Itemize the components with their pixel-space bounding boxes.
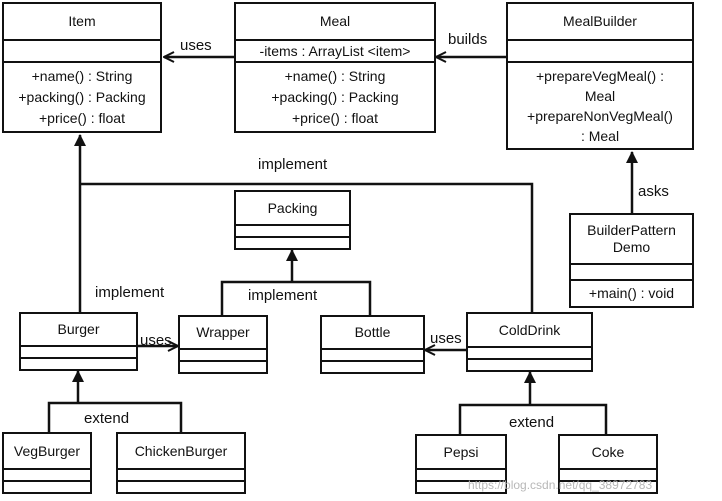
class-pepsi-methods — [417, 480, 505, 492]
class-veg-burger-name: VegBurger — [13, 442, 81, 459]
method: +name() : String — [284, 67, 386, 84]
method: Meal — [584, 87, 616, 104]
label-uses-wrapper: uses — [140, 332, 172, 349]
class-chicken-burger-attributes — [118, 468, 244, 480]
class-name-line: Demo — [612, 239, 651, 255]
label-builds: builds — [448, 31, 488, 48]
burger-extend-line — [47, 401, 183, 432]
class-builder-pattern-demo-attributes — [571, 263, 692, 279]
class-bottle: Bottle — [320, 315, 425, 374]
attribute: -items : ArrayList <item> — [259, 43, 411, 59]
class-item-name: Item — [68, 13, 96, 29]
class-veg-burger-methods — [4, 480, 90, 492]
class-meal-attributes: -items : ArrayList <item> — [236, 39, 434, 61]
class-builder-pattern-demo-name: BuilderPattern Demo — [571, 215, 692, 263]
class-packing-name: Packing — [267, 199, 318, 216]
method: +packing() : Packing — [18, 88, 146, 105]
class-chicken-burger-methods — [118, 480, 244, 492]
watermark-text: https://blog.csdn.net/qq_38972783 — [468, 478, 653, 492]
label-implement-item: implement — [258, 156, 328, 173]
method: +name() : String — [31, 67, 133, 84]
method: +prepareVegMeal() : — [535, 67, 665, 84]
label-extend-colddrink: extend — [509, 414, 555, 431]
class-wrapper: Wrapper — [178, 315, 268, 374]
class-chicken-burger: ChickenBurger — [116, 432, 246, 494]
class-meal-name: Meal — [319, 13, 351, 29]
class-builder-pattern-demo: BuilderPattern Demo +main() : void — [569, 213, 694, 308]
class-packing-attributes — [236, 224, 349, 236]
class-packing-methods — [236, 236, 349, 248]
class-wrapper-name: Wrapper — [196, 324, 250, 340]
class-cold-drink-name: ColdDrink — [498, 321, 561, 338]
method: +price() : float — [292, 109, 378, 126]
class-wrapper-methods — [180, 360, 266, 372]
class-item-attributes — [4, 39, 160, 61]
class-burger-attributes — [21, 345, 136, 357]
class-meal-methods: +name() : String +packing() : Packing +p… — [236, 61, 434, 131]
label-uses-bottle: uses — [430, 330, 462, 347]
label-implement-burger: implement — [95, 284, 165, 301]
class-wrapper-attributes — [180, 348, 266, 360]
class-bottle-attributes — [322, 348, 423, 360]
class-veg-burger-attributes — [4, 468, 90, 480]
class-bottle-methods — [322, 360, 423, 372]
class-pepsi: Pepsi — [415, 434, 507, 494]
method: : Meal — [580, 127, 620, 144]
class-packing: Packing — [234, 190, 351, 250]
class-pepsi-name: Pepsi — [443, 443, 479, 460]
class-burger: Burger — [19, 312, 138, 371]
method: +price() : float — [39, 109, 125, 126]
method: +main() : void — [588, 285, 675, 301]
class-coke: Coke — [558, 434, 658, 494]
class-meal-builder: MealBuilder +prepareVegMeal() : Meal +pr… — [506, 2, 694, 150]
class-burger-name: Burger — [57, 321, 100, 337]
class-bottle-name: Bottle — [354, 324, 391, 340]
class-pepsi-attributes — [417, 468, 505, 480]
method: +prepareNonVegMeal() — [527, 107, 673, 124]
class-meal-builder-methods: +prepareVegMeal() : Meal +prepareNonVegM… — [508, 61, 692, 148]
class-item: Item +name() : String +packing() : Packi… — [2, 2, 162, 133]
colddrink-extend-line — [458, 403, 608, 434]
class-veg-burger: VegBurger — [2, 432, 92, 494]
class-cold-drink: ColdDrink — [466, 312, 593, 372]
label-extend-burger: extend — [84, 410, 130, 427]
class-meal: Meal -items : ArrayList <item> +name() :… — [234, 2, 436, 133]
label-uses-item: uses — [180, 37, 212, 54]
class-item-methods: +name() : String +packing() : Packing +p… — [4, 61, 160, 131]
class-coke-methods — [560, 480, 656, 492]
class-meal-builder-attributes — [508, 39, 692, 61]
class-chicken-burger-name: ChickenBurger — [134, 442, 228, 459]
class-builder-pattern-demo-methods: +main() : void — [571, 279, 692, 306]
class-coke-name: Coke — [591, 443, 625, 460]
class-coke-attributes — [560, 468, 656, 480]
class-name-line: BuilderPattern — [587, 222, 676, 238]
class-cold-drink-methods — [468, 358, 591, 370]
label-implement-packing: implement — [248, 287, 318, 304]
colddrink-implements-item-line — [80, 182, 534, 312]
class-burger-methods — [21, 357, 136, 369]
method: +packing() : Packing — [271, 88, 399, 105]
class-cold-drink-attributes — [468, 346, 591, 358]
label-asks: asks — [638, 183, 669, 200]
class-meal-builder-name: MealBuilder — [563, 13, 637, 29]
wrapper-bottle-implement-packing-line — [220, 280, 372, 315]
